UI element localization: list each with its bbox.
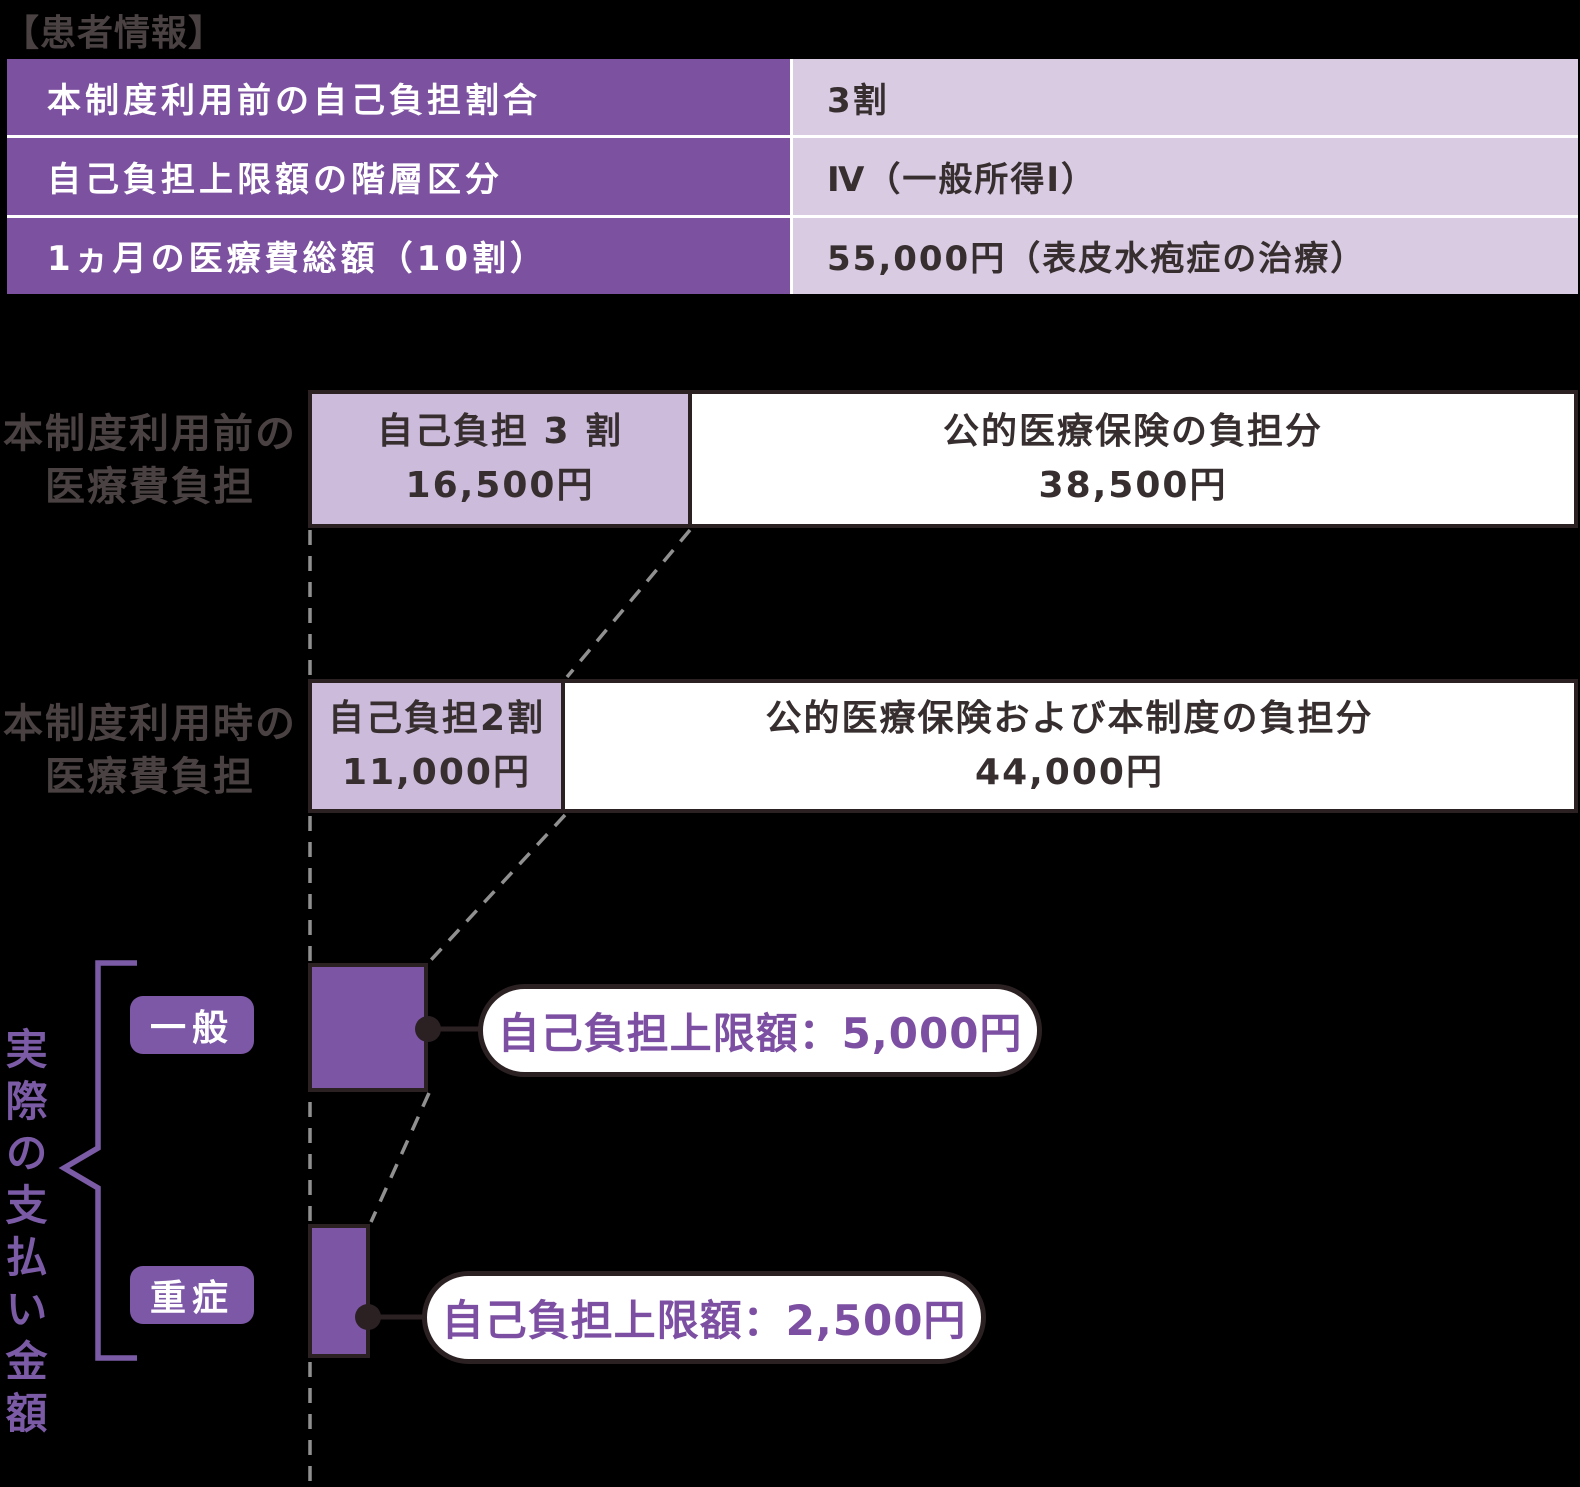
bar-label-before-line2: 医療費負担 <box>45 463 255 510</box>
callout-cap-general: 自己負担上限額：5,000円 <box>478 984 1042 1077</box>
actual-payment-vertical-label: 実際の支払い金額 <box>0 1027 48 1443</box>
row-value-income-tier: Ⅳ（一般所得Ⅰ） <box>793 138 1578 215</box>
curly-brace <box>58 960 137 1361</box>
segment-insurance-before-title: 公的医療保険の負担分 <box>942 411 1323 452</box>
badge-severe: 重症 <box>130 1266 254 1324</box>
row-label-monthly-total: 1ヵ月の医療費総額（10割） <box>7 217 790 294</box>
table-row: 1ヵ月の医療費総額（10割） 55,000円（表皮水疱症の治療） <box>7 217 1578 294</box>
segment-self-pay-after: 自己負担2割 11,000円 <box>308 679 565 813</box>
mini-bar-general <box>308 963 428 1092</box>
diagonal-dashed-line-1 <box>565 528 692 679</box>
diagonal-dashed-line-2 <box>428 813 567 963</box>
segment-insurance-after-amount: 44,000円 <box>975 752 1164 793</box>
patient-info-table: 本制度利用前の自己負担割合 3割 自己負担上限額の階層区分 Ⅳ（一般所得Ⅰ） 1… <box>7 59 1578 294</box>
segment-insurance-after-title: 公的医療保険および本制度の負担分 <box>765 698 1374 739</box>
badge-general: 一般 <box>130 996 254 1054</box>
callout-cap-severe: 自己負担上限額：2,500円 <box>422 1271 986 1364</box>
segment-insurance-after: 公的医療保険および本制度の負担分 44,000円 <box>565 679 1578 813</box>
bar-label-after-line2: 医療費負担 <box>45 753 255 800</box>
row-value-monthly-total: 55,000円（表皮水疱症の治療） <box>793 217 1578 294</box>
diagonal-dashed-line-3 <box>369 1092 431 1223</box>
bar-label-before-line1: 本制度利用前の <box>3 411 297 457</box>
bar-label-before: 本制度利用前の 医療費負担 <box>0 408 300 514</box>
row-label-copay-ratio: 本制度利用前の自己負担割合 <box>7 59 790 136</box>
bar-before-system: 自己負担 3 割 16,500円 公的医療保険の負担分 38,500円 <box>308 390 1578 528</box>
table-row: 本制度利用前の自己負担割合 3割 <box>7 59 1578 136</box>
segment-self-pay-after-amount: 11,000円 <box>342 752 531 793</box>
bar-with-system: 自己負担2割 11,000円 公的医療保険および本制度の負担分 44,000円 <box>308 679 1578 813</box>
segment-self-pay-before-amount: 16,500円 <box>405 465 595 506</box>
mini-bar-severe <box>308 1224 370 1358</box>
segment-insurance-before-amount: 38,500円 <box>1038 465 1228 506</box>
bar-label-after: 本制度利用時の 医療費負担 <box>0 698 300 804</box>
table-row: 自己負担上限額の階層区分 Ⅳ（一般所得Ⅰ） <box>7 138 1578 215</box>
row-value-copay-ratio: 3割 <box>793 59 1578 136</box>
segment-self-pay-after-title: 自己負担2割 <box>327 698 546 739</box>
segment-self-pay-before: 自己負担 3 割 16,500円 <box>308 390 692 528</box>
page-title: 【患者情報】 <box>3 13 226 54</box>
segment-self-pay-before-title: 自己負担 3 割 <box>376 411 624 452</box>
segment-insurance-before: 公的医療保険の負担分 38,500円 <box>692 390 1578 528</box>
row-label-income-tier: 自己負担上限額の階層区分 <box>7 138 790 215</box>
bar-label-after-line1: 本制度利用時の <box>3 701 297 747</box>
